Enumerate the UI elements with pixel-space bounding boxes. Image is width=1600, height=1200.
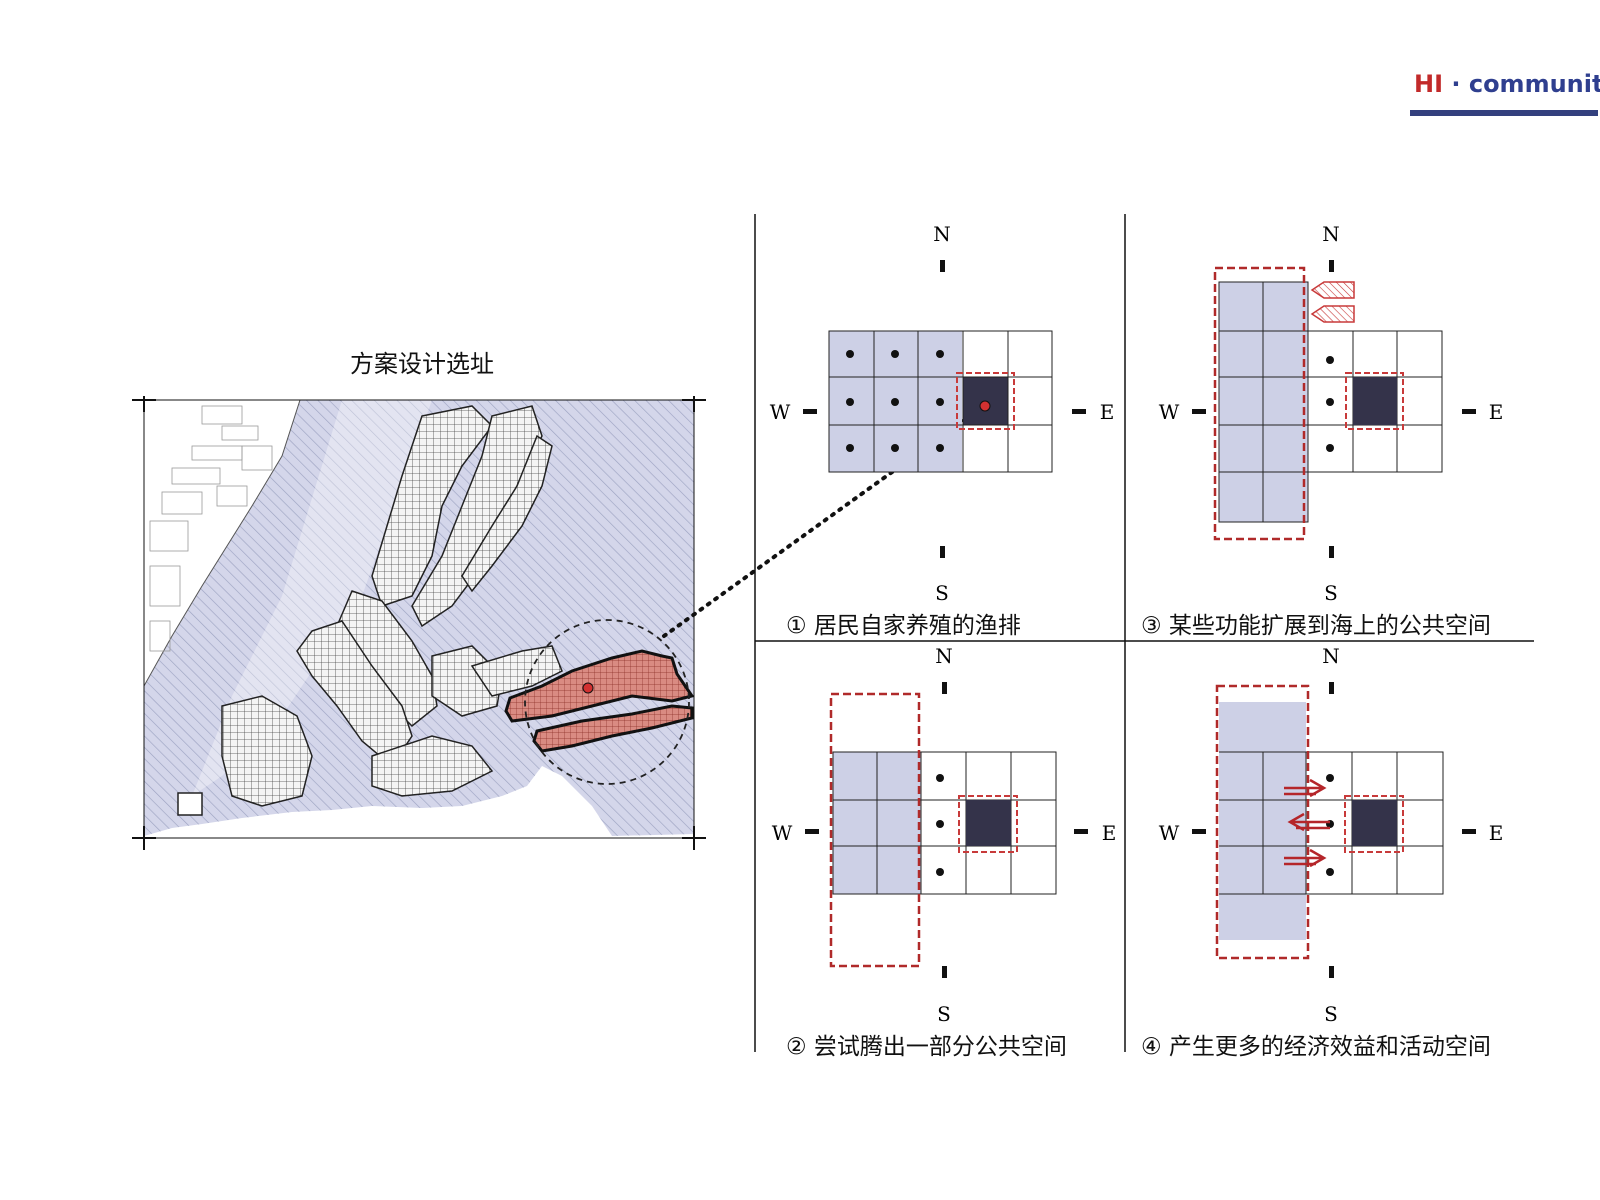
panel-1-compass: N S W E bbox=[770, 222, 1115, 605]
logo-text: HI · community bbox=[1414, 70, 1600, 98]
compass-s: S bbox=[1324, 1002, 1338, 1026]
compass-n: N bbox=[933, 222, 951, 246]
compass-n: N bbox=[1322, 644, 1340, 668]
panel-1-caption: ① 居民自家养殖的渔排 bbox=[786, 613, 1021, 639]
compass-e: E bbox=[1102, 821, 1117, 845]
map-title: 方案设计选址 bbox=[350, 350, 494, 378]
panel-4-compass: N S W E bbox=[1159, 644, 1504, 1026]
logo-community: · community bbox=[1451, 70, 1600, 98]
panel-3-compass: N S W E bbox=[1159, 222, 1504, 605]
compass-w: W bbox=[1159, 400, 1180, 424]
logo-hi: HI bbox=[1414, 70, 1444, 98]
compass-n: N bbox=[935, 644, 953, 668]
panel-3-arrows bbox=[1310, 281, 1355, 323]
site-focus-circle bbox=[524, 619, 690, 785]
compass-w: W bbox=[1159, 821, 1180, 845]
compass-e: E bbox=[1489, 821, 1504, 845]
panel-4-caption: ④ 产生更多的经济效益和活动空间 bbox=[1141, 1034, 1491, 1060]
compass-s: S bbox=[937, 1002, 951, 1026]
hi-community-logo: HI · community bbox=[1410, 66, 1600, 120]
compass-n: N bbox=[1322, 222, 1340, 246]
logo-bar bbox=[1410, 110, 1598, 116]
compass-e: E bbox=[1489, 400, 1504, 424]
site-block-south bbox=[532, 704, 694, 753]
compass-w: W bbox=[772, 821, 793, 845]
compass-e: E bbox=[1100, 400, 1115, 424]
site-block-north bbox=[504, 649, 695, 723]
panel-3-caption: ③ 某些功能扩展到海上的公共空间 bbox=[1141, 613, 1491, 639]
site-map bbox=[132, 396, 706, 850]
compass-s: S bbox=[935, 581, 949, 605]
land-outline bbox=[143, 399, 301, 688]
panel-2-caption: ② 尝试腾出一部分公共空间 bbox=[786, 1034, 1067, 1060]
panel-4-arrows bbox=[1284, 778, 1330, 868]
panel-2-compass: N S W E bbox=[772, 644, 1117, 1026]
compass-w: W bbox=[770, 400, 791, 424]
site-marker bbox=[582, 682, 594, 694]
compass-s: S bbox=[1324, 581, 1338, 605]
